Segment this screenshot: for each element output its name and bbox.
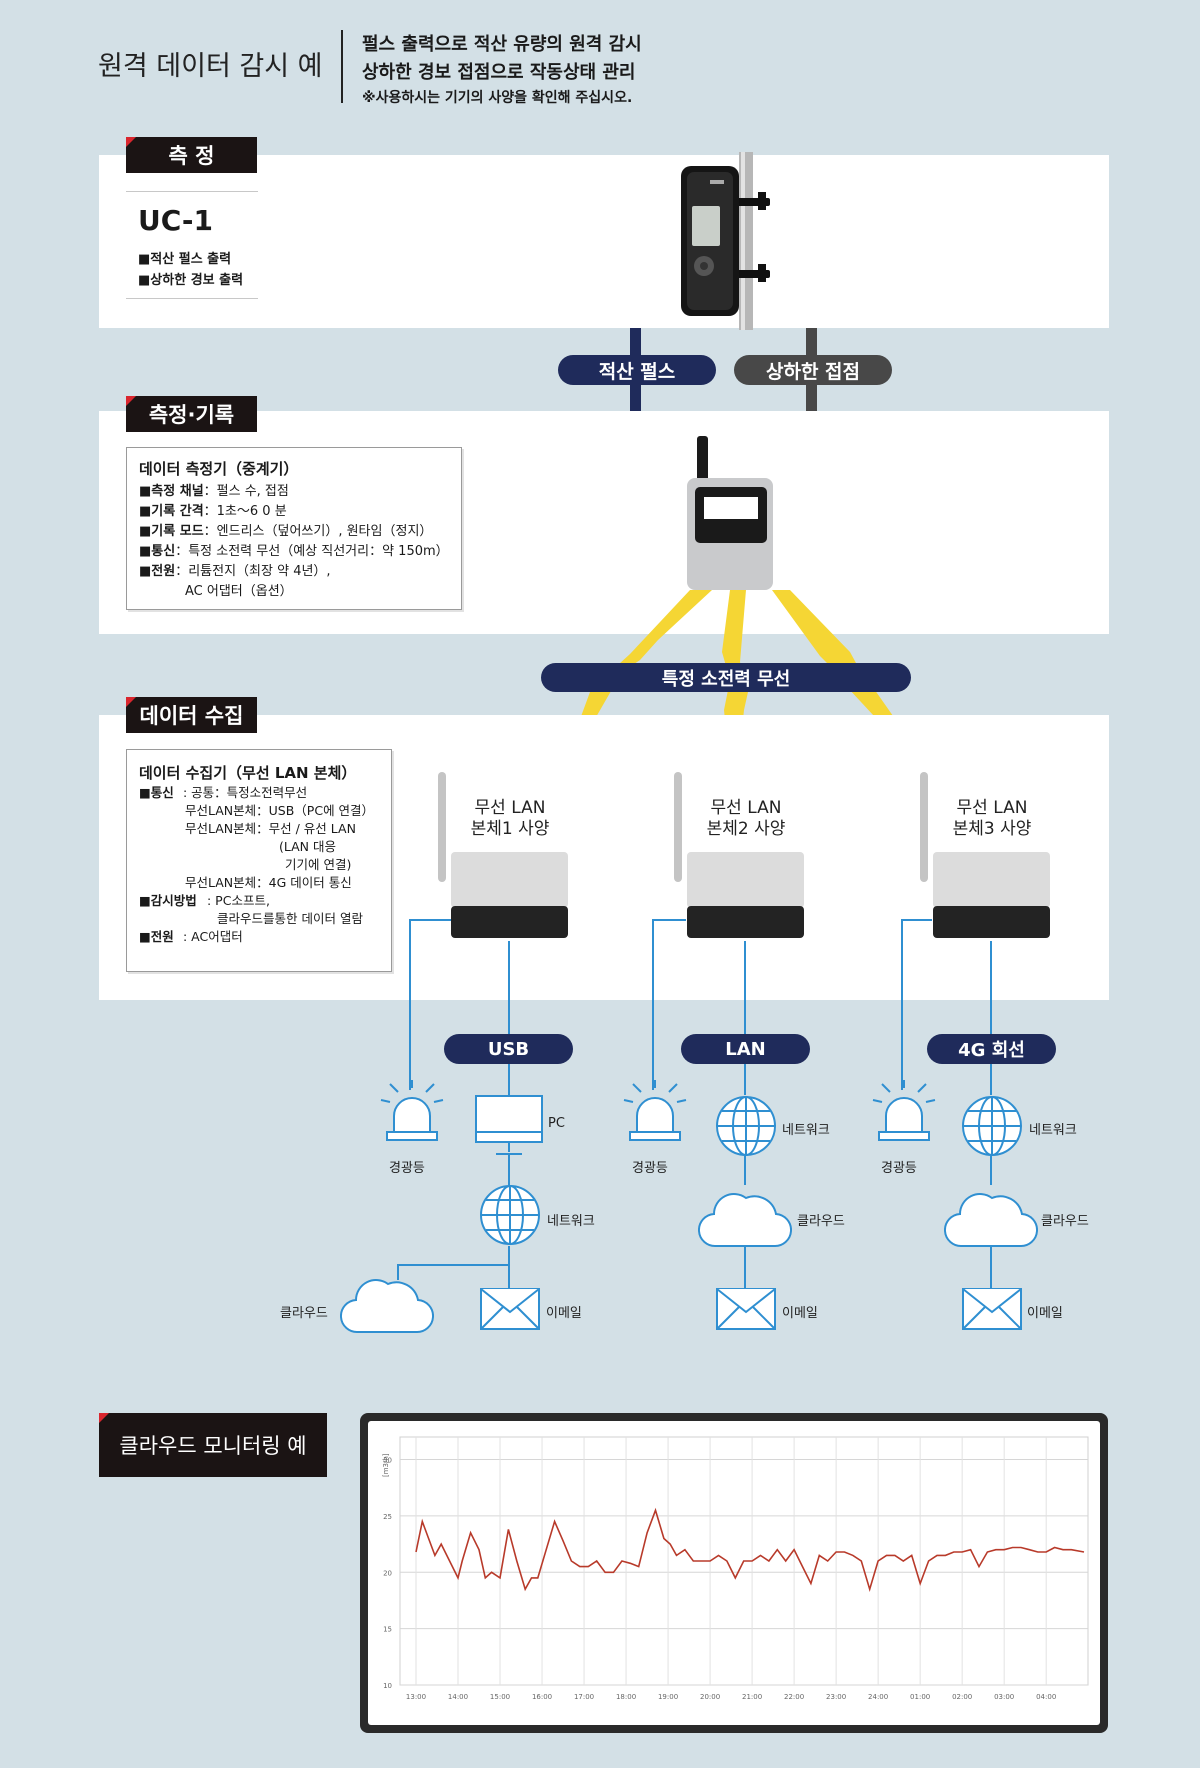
x-tick-label: 17:00 (574, 1693, 594, 1701)
cloud-monitor-tag: 클라우드 모니터링 예 (99, 1413, 327, 1477)
cloud-icon (698, 1193, 792, 1248)
x-tick-label: 02:00 (952, 1693, 972, 1701)
unit2-label: 무선 LAN 본체2 사양 (706, 798, 786, 839)
unit3-link-4g: 4G 회선 (927, 1034, 1056, 1064)
network-label-3: 네트워크 (1029, 1123, 1077, 1138)
x-tick-label: 15:00 (490, 1693, 510, 1701)
x-tick-label: 22:00 (784, 1693, 804, 1701)
y-tick-label: 10 (383, 1682, 392, 1690)
email-envelope-icon (480, 1288, 540, 1330)
uc1-device-image (681, 152, 770, 330)
x-tick-label: 18:00 (616, 1693, 636, 1701)
recorder-row-5: ■전원：리튬전지（최장 약 4년）, (139, 564, 331, 579)
cloud-label-3: 클라우드 (1041, 1214, 1089, 1229)
y-tick-label: 20 (383, 1569, 392, 1577)
measure-tag: 측 정 (126, 137, 257, 173)
unit2-link-lan: LAN (681, 1034, 810, 1064)
unit3-label: 무선 LAN 본체3 사양 (952, 798, 1032, 839)
network-label-1: 네트워크 (547, 1214, 595, 1229)
recorder-device-image (687, 436, 773, 590)
pc-label: PC (548, 1116, 565, 1131)
beacon-icon (623, 1080, 687, 1141)
x-tick-label: 13:00 (406, 1693, 426, 1701)
recorder-row-4: ■통신：특정 소전력 무선（예상 직선거리：약 150m） (139, 544, 449, 559)
collector-power-key: ■전원 (139, 929, 174, 944)
model-name: UC-1 (138, 204, 214, 237)
cloud-icon (944, 1193, 1038, 1248)
pulse-output-label: 적산 펄스 (558, 355, 716, 385)
model-item-1: ■적산 펄스 출력 (138, 252, 232, 267)
y-tick-label: 30 (383, 1457, 392, 1465)
page-title: 원격 데이터 감시 예 (98, 51, 323, 82)
email-label-1: 이메일 (546, 1306, 582, 1321)
recorder-title: 데이터 측정기（중계기） (139, 460, 299, 478)
monitor-screen: 10 15 20 25 30 13:00 14:00 15:00 16:00 17:00 18:00… (368, 1421, 1100, 1725)
model-box: UC-1 ■적산 펄스 출력 ■상하한 경보 출력 (126, 191, 258, 299)
contact-output-label: 상하한 접점 (734, 355, 892, 385)
collector-comm-key: ■통신 (139, 785, 174, 800)
cloud-label-1: 클라우드 (280, 1306, 328, 1321)
cloud-label-2: 클라우드 (797, 1214, 845, 1229)
x-tick-label: 24:00 (868, 1693, 888, 1701)
x-tick-label: 23:00 (826, 1693, 846, 1701)
y-tick-label: 25 (383, 1513, 392, 1521)
x-tick-label: 01:00 (910, 1693, 930, 1701)
beacon-icon (872, 1080, 936, 1141)
cloud-icon (340, 1279, 434, 1334)
measure-panel (99, 155, 1109, 328)
x-tick-label: 04:00 (1036, 1693, 1056, 1701)
collector-watch-key: ■감시방법 (139, 893, 197, 908)
recorder-spec-box: 데이터 측정기（중계기） ■측정 채널：펄스 수, 접점 ■기록 간격：1초～6… (126, 447, 462, 610)
radio-label: 특정 소전력 무선 (541, 663, 911, 692)
email-label-2: 이메일 (782, 1306, 818, 1321)
recorder-row-3: ■기록 모드：엔드리스（덮어쓰기）, 원타임（정지） (139, 524, 433, 539)
beacon-label-2: 경광등 (632, 1161, 668, 1176)
header-divider (341, 30, 343, 103)
record-tag: 측정·기록 (126, 396, 257, 432)
network-globe-icon (716, 1096, 776, 1156)
email-envelope-icon (716, 1288, 776, 1330)
collect-tag: 데이터 수집 (126, 697, 257, 733)
monitor-frame: 10 15 20 25 30 13:00 14:00 15:00 16:00 17:00 18:00… (360, 1413, 1108, 1733)
model-item-2: ■상하한 경보 출력 (138, 273, 244, 288)
email-label-3: 이메일 (1027, 1306, 1063, 1321)
header-line-1: 펄스 출력으로 적산 유량의 원격 감시 (362, 34, 642, 55)
unit1-label: 무선 LAN 본체1 사양 (470, 798, 550, 839)
recorder-row-2: ■기록 간격：1초～6 0 분 (139, 504, 287, 519)
header-line-2: 상하한 경보 접점으로 작동상태 관리 (362, 62, 636, 83)
y-tick-label: 15 (383, 1626, 392, 1634)
unit2-device (674, 772, 804, 938)
pc-monitor-icon (475, 1095, 543, 1155)
network-globe-icon (962, 1096, 1022, 1156)
network-globe-icon (480, 1185, 540, 1245)
recorder-row-1: ■측정 채널：펄스 수, 접점 (139, 484, 289, 499)
cloud-chart: 10 15 20 25 30 13:00 14:00 15:00 16:00 17:00 18:00… (382, 1436, 1089, 1701)
unit3-device (920, 772, 1050, 938)
x-tick-label: 16:00 (532, 1693, 552, 1701)
x-tick-label: 03:00 (994, 1693, 1014, 1701)
x-tick-label: 20:00 (700, 1693, 720, 1701)
beacon-icon (380, 1080, 444, 1141)
unit1-device (438, 772, 568, 938)
email-envelope-icon (962, 1288, 1022, 1330)
x-tick-label: 19:00 (658, 1693, 678, 1701)
beacon-label-3: 경광등 (881, 1161, 917, 1176)
x-tick-label: 14:00 (448, 1693, 468, 1701)
y-axis-label: [m3/h] (382, 1453, 390, 1477)
x-tick-label: 21:00 (742, 1693, 762, 1701)
beacon-label-1: 경광등 (389, 1161, 425, 1176)
series-line (415, 1507, 1085, 1593)
header-note: ※사용하시는 기기의 사양을 확인해 주십시오. (362, 90, 633, 106)
collector-spec-box: 데이터 수집기（무선 LAN 본체） ■통신: 공통：특정소전력무선 무선LAN… (126, 749, 392, 972)
collector-title: 데이터 수집기（무선 LAN 본체） (139, 764, 357, 782)
unit1-link-usb: USB (444, 1034, 573, 1064)
network-label-2: 네트워크 (782, 1123, 830, 1138)
recorder-row-6: AC 어댑터（옵션） (185, 584, 293, 599)
